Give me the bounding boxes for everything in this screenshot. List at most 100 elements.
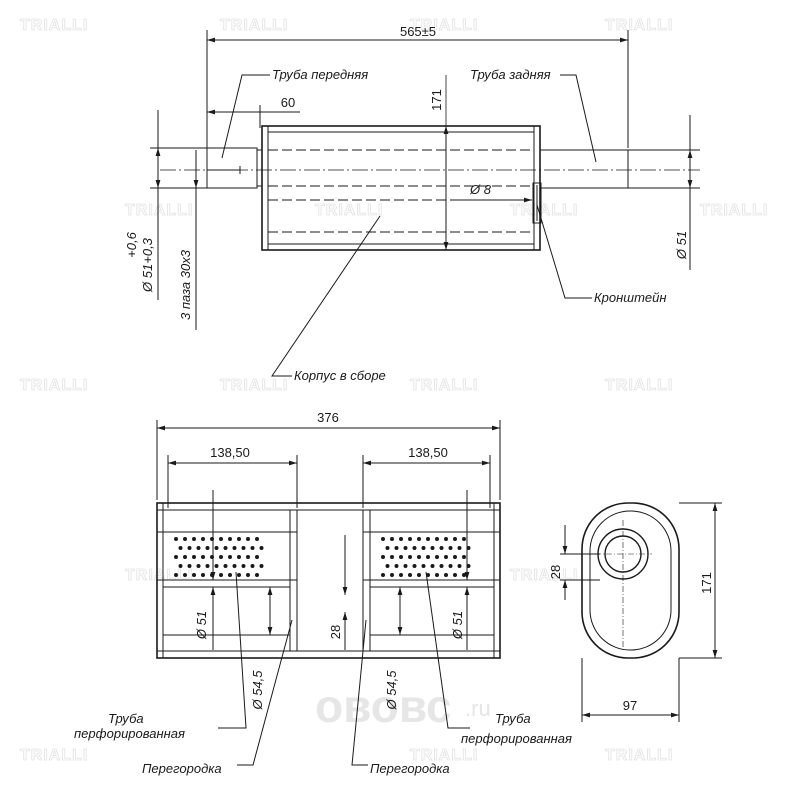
perforation-hole <box>399 555 403 559</box>
perforation-hole <box>246 537 250 541</box>
leader-baffle-left <box>237 619 293 766</box>
dim-inlet-diameter: Ø 51+0,3 <box>140 237 155 293</box>
perforation-hole <box>421 546 426 550</box>
perforation-hole <box>255 537 259 541</box>
perforation-hole <box>210 555 214 559</box>
dim-inner-pipe-right: Ø 51 <box>450 611 465 640</box>
perforation-hole <box>390 573 394 577</box>
rear-pipe <box>539 149 629 189</box>
section-view <box>156 420 501 766</box>
perforation-hole <box>439 546 444 550</box>
perforation-hole <box>205 564 210 568</box>
watermark: TRIALLI <box>605 377 673 394</box>
leader-body <box>271 215 381 377</box>
dim-inner-pipe-left: Ø 51 <box>194 611 209 640</box>
leader-perforated-right <box>425 571 470 729</box>
perforation-hole <box>259 546 264 550</box>
watermark: TRIALLI <box>605 17 673 34</box>
perforation-hole <box>408 555 412 559</box>
perforation-hole <box>255 573 259 577</box>
perforation-hole <box>214 564 219 568</box>
watermark: TRIALLI <box>605 747 673 764</box>
label-perforated-right-line1: Труба <box>495 711 531 726</box>
label-perforated-right-line2: перфорированная <box>461 731 572 746</box>
perforation-hole <box>237 573 241 577</box>
perforation-hole <box>228 573 232 577</box>
perforation-hole <box>223 564 228 568</box>
perforation-hole <box>453 537 457 541</box>
perforation-hole <box>403 546 408 550</box>
perforation-hole <box>192 537 196 541</box>
perforation-hole <box>178 546 183 550</box>
dim-section-offset: 28 <box>328 625 343 639</box>
perforation-hole <box>250 546 255 550</box>
perforation-hole <box>381 537 385 541</box>
dim-hole-diameter: Ø 8 <box>469 182 492 197</box>
perforation-hole <box>237 537 241 541</box>
perforation-hole <box>210 537 214 541</box>
perforation-hole <box>201 573 205 577</box>
perforation-hole <box>214 546 219 550</box>
dim-end-width: 97 <box>623 698 637 713</box>
dim-inlet-tolerance: +0,6 <box>124 231 139 257</box>
label-baffle-right: Перегородка <box>370 761 450 776</box>
perforation-hole <box>462 537 466 541</box>
perforation-hole <box>403 564 408 568</box>
perforation-hole <box>246 555 250 559</box>
perforation-hole <box>453 573 457 577</box>
perforation-hole <box>426 573 430 577</box>
perforation-hole <box>457 546 462 550</box>
dim-body-height: 171 <box>429 89 444 111</box>
label-perforated-left-line2: перфорированная <box>74 726 185 741</box>
watermark: TRIALLI <box>125 202 193 219</box>
dim-left-chamber: 138,50 <box>210 445 250 460</box>
label-baffle-left: Перегородка <box>142 761 222 776</box>
perforation-hole <box>183 537 187 541</box>
perforation-hole <box>223 546 228 550</box>
perforation-hole <box>444 537 448 541</box>
dim-slots: 3 паза 30х3 <box>178 249 193 320</box>
perforation-pattern-right <box>381 537 471 577</box>
watermark: TRIALLI <box>410 747 478 764</box>
perforation-hole <box>178 564 183 568</box>
watermark: TRIALLI <box>20 377 88 394</box>
top-view <box>150 30 700 377</box>
perforation-hole <box>408 537 412 541</box>
perforation-hole <box>426 537 430 541</box>
perforation-hole <box>439 564 444 568</box>
watermark: TRIALLI <box>20 747 88 764</box>
perforated-pipe-right <box>362 531 501 581</box>
label-rear-pipe: Труба задняя <box>470 67 551 82</box>
dim-outer-left: Ø 54,5 <box>250 670 265 711</box>
watermark: TRIALLI <box>410 17 478 34</box>
perforated-pipe-left <box>156 531 298 581</box>
perforation-hole <box>466 546 471 550</box>
perforation-hole <box>201 537 205 541</box>
perforation-hole <box>237 555 241 559</box>
label-body-assembly: Корпус в сборе <box>294 368 386 383</box>
perforation-hole <box>210 573 214 577</box>
perforation-pattern-left <box>174 537 264 577</box>
label-front-pipe: Труба передняя <box>272 67 368 82</box>
perforation-hole <box>417 555 421 559</box>
perforation-hole <box>187 546 192 550</box>
dim-rear-pipe-diameter: Ø 51 <box>674 231 689 260</box>
perforation-hole <box>412 546 417 550</box>
brand-logo-suffix: .ru <box>465 696 491 721</box>
perforation-hole <box>183 555 187 559</box>
watermark: TRIALLI <box>510 202 578 219</box>
leader-perforated-left <box>218 571 247 729</box>
leader-rear-pipe <box>560 74 597 163</box>
perforation-hole <box>232 564 237 568</box>
perforation-hole <box>196 564 201 568</box>
watermark-layer: TRIALLI TRIALLI TRIALLI TRIALLI TRIALLI … <box>20 17 768 765</box>
watermark: TRIALLI <box>410 377 478 394</box>
dim-outer-right: Ø 54,5 <box>384 670 399 711</box>
front-pipe <box>206 147 258 189</box>
perforation-hole <box>241 546 246 550</box>
perforation-hole <box>192 555 196 559</box>
brand-logo-main: ововс <box>315 680 452 732</box>
perforation-hole <box>174 555 178 559</box>
perforation-hole <box>466 564 471 568</box>
